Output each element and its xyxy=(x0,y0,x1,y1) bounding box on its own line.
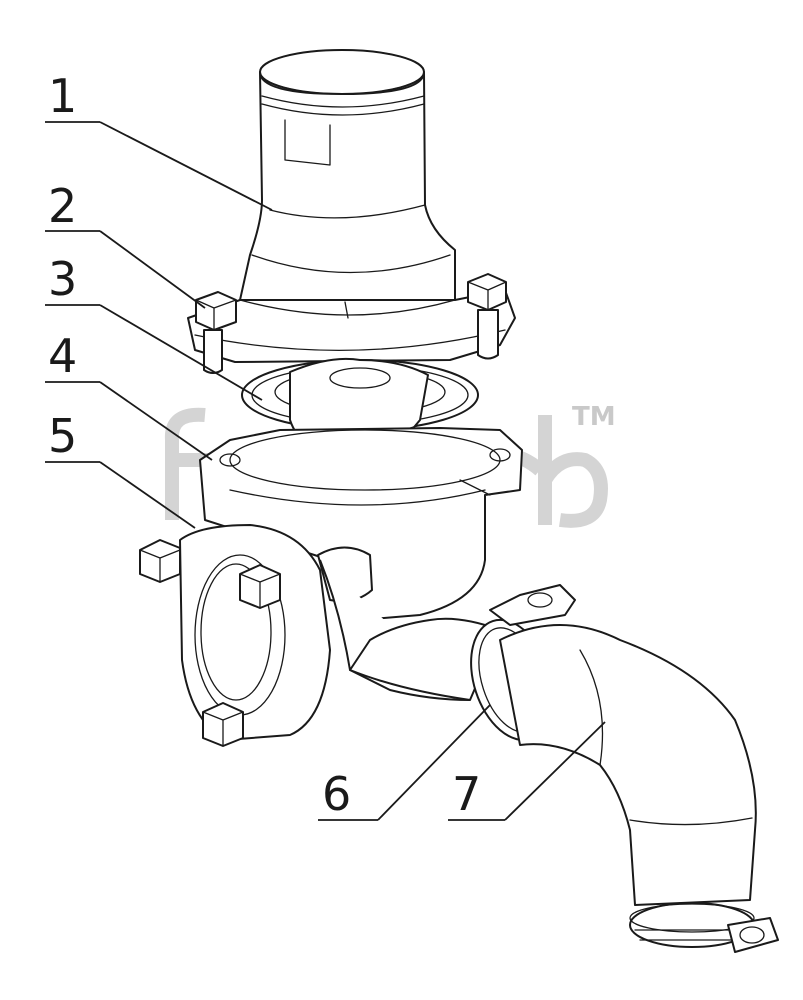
callout-numbers: 1 2 3 4 5 6 7 xyxy=(48,69,481,821)
callout-4: 4 xyxy=(48,329,77,383)
callout-3: 3 xyxy=(48,252,77,306)
part-2-flange-bolts xyxy=(195,273,507,374)
callout-5: 5 xyxy=(48,409,77,463)
callout-2: 2 xyxy=(48,179,77,233)
callout-7: 7 xyxy=(452,767,481,821)
part-7-hose xyxy=(499,624,779,953)
callout-1: 1 xyxy=(48,69,77,123)
callout-6: 6 xyxy=(322,767,351,821)
watermark-tm: TM xyxy=(572,402,616,432)
callout-leaders xyxy=(45,121,606,821)
part-1-outlet-housing xyxy=(187,49,516,363)
